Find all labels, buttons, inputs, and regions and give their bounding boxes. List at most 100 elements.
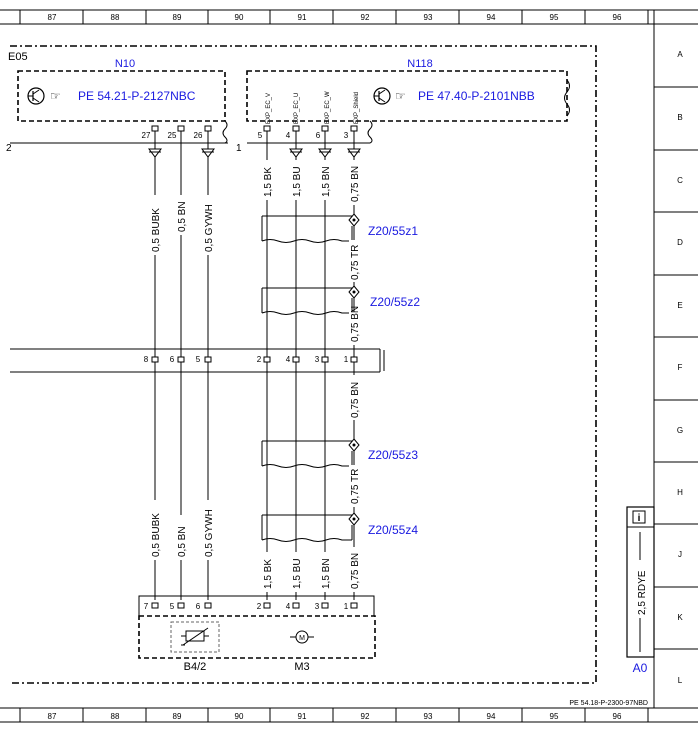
pin-number: 5 <box>258 131 263 140</box>
pin-number: 1 <box>344 602 349 611</box>
e05-label: E05 <box>8 51 28 63</box>
a0-wire-label: 2,5 RDYE <box>637 570 648 615</box>
col-number: 88 <box>111 712 120 721</box>
svg-text:M: M <box>299 635 305 642</box>
col-number: 90 <box>235 13 244 22</box>
pin-number: 5 <box>170 602 175 611</box>
col-number: 87 <box>48 13 57 22</box>
pin-number: 6 <box>196 602 201 611</box>
col-number: 89 <box>173 13 182 22</box>
pin-number: 2 <box>257 602 262 611</box>
wire-label: 1,5 BU <box>292 558 303 589</box>
shield-label: Z20/55z2 <box>370 295 420 309</box>
shield-z4: Z20/55z4 <box>261 512 418 542</box>
col-number: 96 <box>613 712 622 721</box>
b42-label: B4/2 <box>184 661 207 673</box>
wire-label: 0,75 BN <box>350 382 361 418</box>
svg-text:i: i <box>638 513 641 524</box>
connector-f: 8 6 5 2 4 3 1 <box>10 348 385 373</box>
col-number: 88 <box>111 13 120 22</box>
col-number: 94 <box>487 712 496 721</box>
col-number: 91 <box>298 712 307 721</box>
wire-label: 0,5 GYWH <box>204 509 215 557</box>
shield-label: Z20/55z3 <box>368 448 418 462</box>
n10-box <box>17 70 226 122</box>
shield-z2: Z20/55z2 <box>261 285 420 315</box>
shield-z3: Z20/55z3 <box>261 438 418 468</box>
pin-number: 7 <box>144 602 149 611</box>
pin-number: 3 <box>315 355 320 364</box>
info-icon <box>632 510 646 524</box>
col-number: 90 <box>235 712 244 721</box>
row-letter: E <box>677 301 682 310</box>
pin-number: 4 <box>286 602 291 611</box>
row-letter: F <box>678 363 683 372</box>
row-letter: J <box>678 550 682 559</box>
column-ticks-top <box>82 10 649 24</box>
wire-label: 1,5 BK <box>263 559 274 589</box>
wire-label: 0,75 TR <box>350 245 361 280</box>
wire-label: 1,5 BK <box>263 167 274 197</box>
n118-signal: EXP_EC_V <box>266 93 272 124</box>
col-number: 87 <box>48 712 57 721</box>
row-letter: L <box>678 676 683 685</box>
bottom-module-box <box>138 615 376 659</box>
pin-number: 6 <box>316 131 321 140</box>
row-letter: H <box>677 488 683 497</box>
col-number: 93 <box>424 712 433 721</box>
wire-label: 0,75 TR <box>350 469 361 504</box>
shield-label: Z20/55z1 <box>368 224 418 238</box>
wire-label: 0,5 BN <box>177 201 188 232</box>
pin-number: 6 <box>170 355 175 364</box>
row-ticks <box>654 86 698 650</box>
col-number: 92 <box>361 712 370 721</box>
shield-z1: Z20/55z1 <box>261 213 418 243</box>
row-letter: G <box>677 426 683 435</box>
pin-number: 3 <box>315 602 320 611</box>
n118-ref: PE 47.40-P-2101NBB <box>418 89 535 103</box>
col-number: 95 <box>550 13 559 22</box>
col-number: 89 <box>173 712 182 721</box>
wire-label: 1,5 BN <box>321 558 332 589</box>
pin-number: 4 <box>286 355 291 364</box>
pin-number: 8 <box>144 355 149 364</box>
n10-transistor-icon <box>27 87 45 105</box>
e05-boundary <box>10 45 597 684</box>
pin-number: 5 <box>196 355 201 364</box>
wire-label: 0,5 BUBK <box>151 208 162 252</box>
wire-label: 0,5 BUBK <box>151 513 162 557</box>
bottom-module: 7 5 6 2 4 3 1 B4/2 M M3 <box>138 595 376 673</box>
n118-pointer-icon: ☞ <box>395 89 406 103</box>
n10-pointer-icon: ☞ <box>50 89 61 103</box>
n118-signal: EXP_EC_W <box>325 91 331 124</box>
n118-label: N118 <box>407 58 432 70</box>
col-number: 93 <box>424 13 433 22</box>
motor-icon: M <box>290 630 314 644</box>
col-number: 92 <box>361 13 370 22</box>
wire-label: 1,5 BN <box>321 166 332 197</box>
a0-label: A0 <box>633 661 648 675</box>
row-letter: A <box>677 50 683 59</box>
n118-box <box>246 70 568 122</box>
n10-label: N10 <box>115 58 135 70</box>
pin-number: 25 <box>168 131 177 140</box>
a0-component: i 2,5 RDYE A0 <box>626 506 655 675</box>
wire-label: 0,75 BN <box>350 553 361 589</box>
n118-signal: EXP_Shield <box>354 92 360 124</box>
thermistor-icon <box>181 627 209 646</box>
wire-label: 0,5 BN <box>177 526 188 557</box>
row-letter: K <box>677 613 683 622</box>
b42-box <box>170 621 220 653</box>
wire-label: 0,75 BN <box>350 166 361 202</box>
m3-label: M3 <box>294 661 309 673</box>
col-number: 91 <box>298 13 307 22</box>
doc-number: PE 54.18-P-2300-97NBD <box>569 700 648 707</box>
wire-label: 0,5 GYWH <box>204 204 215 252</box>
wire-label: 0,75 BN <box>350 306 361 342</box>
shield-label: Z20/55z4 <box>368 523 418 537</box>
pin-number: 4 <box>286 131 291 140</box>
column-ticks-bottom <box>82 708 649 722</box>
col-number: 95 <box>550 712 559 721</box>
